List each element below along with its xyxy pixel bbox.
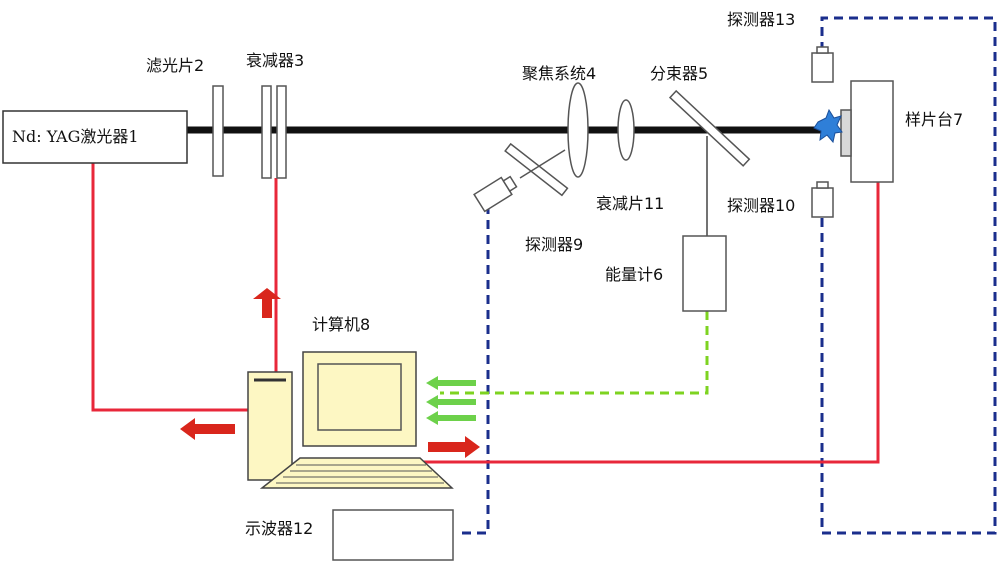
computer-tower: [247, 371, 293, 481]
signal-line-detector10: [820, 16, 997, 535]
detector10-label: 探测器10: [727, 196, 795, 215]
green-arrow-3: [426, 411, 476, 425]
oscilloscope-box: [332, 509, 454, 561]
signal-lines: [462, 16, 997, 535]
attenuator-label: 衰减器3: [246, 51, 304, 70]
sample-holder: [840, 109, 852, 157]
control-line-laser: [91, 163, 248, 412]
beam-splitter-plate: [668, 89, 751, 167]
detector13-head: [816, 46, 829, 54]
signal-line-detector9: [462, 205, 490, 535]
green-arrow-1: [426, 376, 476, 390]
reflected-beam-line: [519, 149, 566, 179]
plasma-spark-icon: [813, 108, 843, 144]
attenuator-plate-label: 衰减片11: [596, 194, 664, 213]
sample-stage-label: 样片台7: [905, 110, 963, 129]
filter-label: 滤光片2: [146, 56, 204, 75]
beam-splitter-label: 分束器5: [650, 64, 708, 83]
filter-plate: [212, 85, 224, 177]
red-arrow-left: [180, 418, 235, 440]
control-lines: [91, 163, 880, 464]
red-arrow-up: [253, 288, 281, 318]
control-line-stage: [415, 182, 880, 464]
computer-label: 计算机8: [312, 315, 370, 334]
detector9-icon: [473, 175, 518, 213]
red-arrow-right: [428, 436, 480, 458]
green-arrows: [426, 376, 476, 425]
focus-lens-large: [567, 82, 589, 178]
green-arrow-2: [426, 395, 476, 409]
computer-screen: [317, 363, 402, 431]
oscilloscope-label: 示波器12: [245, 519, 313, 538]
focus-system-label: 聚焦系统4: [522, 64, 596, 83]
attenuator-plate-right: [276, 85, 287, 179]
detector13-label: 探测器13: [727, 10, 795, 29]
energy-signal-line: [440, 311, 709, 395]
laser-label: Nd: YAG激光器1: [12, 127, 139, 146]
sample-stage-box: [850, 80, 894, 183]
attenuator-plate-left: [261, 85, 272, 179]
detector13-body: [811, 52, 834, 83]
computer-icon: [247, 351, 454, 489]
laser-box: [2, 110, 188, 164]
energy-meter-label: 能量计6: [605, 265, 663, 284]
energy-meter-box: [682, 235, 727, 312]
detector10-body: [811, 187, 834, 218]
detector10-head: [816, 181, 829, 189]
focus-lens-small: [617, 99, 635, 161]
detector9-label: 探测器9: [525, 235, 583, 254]
